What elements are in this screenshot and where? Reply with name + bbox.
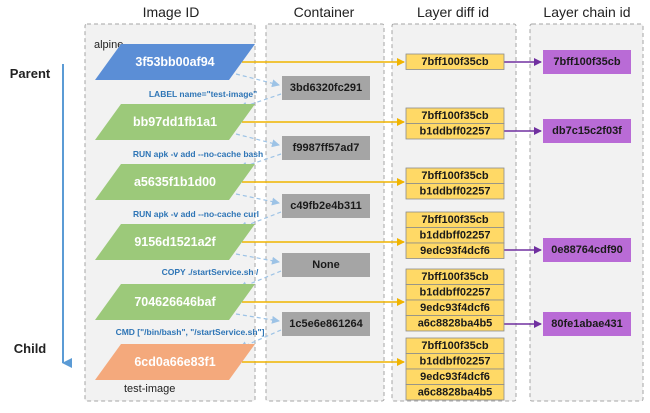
container-box xyxy=(282,76,370,100)
layer-diff-box xyxy=(405,242,505,259)
column-layer-chain-id xyxy=(529,23,644,402)
image-box xyxy=(95,44,255,80)
image-id-label: a5635f1b1d00 xyxy=(134,175,216,189)
layer-diff-id-label: a6c8828ba4b5 xyxy=(418,386,493,398)
layer-diff-id-label: 7bff100f35cb xyxy=(421,214,489,226)
instruction-label: RUN apk -v add --no-cache bash xyxy=(133,149,263,159)
layer-diff-id-label: b1ddbff02257 xyxy=(420,185,491,197)
layer-diff-id-label: b1ddbff02257 xyxy=(420,125,491,137)
layer-chain-box xyxy=(543,50,631,74)
container-id-label: 3bd6320fc291 xyxy=(290,82,362,94)
layer-diff-id-label: b1ddbff02257 xyxy=(420,355,491,367)
layer-diff-box xyxy=(405,123,505,140)
container-box xyxy=(282,136,370,160)
image-id-label: 3f53bb00af94 xyxy=(135,55,214,69)
container-id-label: 1c5e6e861264 xyxy=(289,318,363,330)
column-header-image-id: Image ID xyxy=(143,4,200,20)
parent-label: Parent xyxy=(10,66,51,81)
layer-chain-id-label: db7c15c2f03f xyxy=(552,125,622,137)
image-id-label: 9156d1521a2f xyxy=(134,235,216,249)
image-id-label: bb97dd1fb1a1 xyxy=(133,115,217,129)
layer-diff-box xyxy=(405,315,505,332)
layer-diff-id-label: 7bff100f35cb xyxy=(421,110,489,122)
layer-diff-id-label: a6c8828ba4b5 xyxy=(418,317,493,329)
commit-link xyxy=(235,193,280,206)
image-box xyxy=(95,224,255,260)
container-box xyxy=(282,253,370,277)
layer-diff-id-label: b1ddbff02257 xyxy=(420,229,491,241)
base-image-name: alpine xyxy=(94,39,123,51)
layer-diff-id-label: 7bff100f35cb xyxy=(421,271,489,283)
layer-diff-id-label: 7bff100f35cb xyxy=(421,56,489,68)
layer-diff-box xyxy=(405,384,505,401)
layer-chain-id-label: 80fe1abae431 xyxy=(551,318,623,330)
image-box xyxy=(95,104,255,140)
column-header-layer-chain-id: Layer chain id xyxy=(543,4,630,20)
image-box xyxy=(95,344,255,380)
container-box xyxy=(282,312,370,336)
container-id-label: None xyxy=(312,259,340,271)
image-id-label: 6cd0a66e83f1 xyxy=(134,355,215,369)
layer-chain-id-label: 7bff100f35cb xyxy=(553,56,621,68)
image-box xyxy=(95,284,255,320)
container-id-label: f9987ff57ad7 xyxy=(293,142,360,154)
layer-diff-id-label: 9edc93f4dcf6 xyxy=(420,302,490,314)
column-header-container: Container xyxy=(294,4,355,20)
layer-diff-id-label: 7bff100f35cb xyxy=(421,170,489,182)
commit-link xyxy=(235,313,280,324)
commit-link xyxy=(235,73,280,88)
child-label: Child xyxy=(14,341,47,356)
image-id-label: 704626646baf xyxy=(134,295,216,309)
container-box xyxy=(282,194,370,218)
commit-link xyxy=(235,253,280,265)
layer-diff-id-label: b1ddbff02257 xyxy=(420,286,491,298)
image-box xyxy=(95,164,255,200)
layer-chain-box xyxy=(543,119,631,143)
layer-diff-box xyxy=(405,183,505,200)
column-header-layer-diff-id: Layer diff id xyxy=(417,4,489,20)
layer-diff-id-label: 7bff100f35cb xyxy=(421,340,489,352)
layer-chain-box xyxy=(543,238,631,262)
final-image-name: test-image xyxy=(124,383,175,395)
container-id-label: c49fb2e4b311 xyxy=(290,200,362,212)
commit-link xyxy=(235,133,280,148)
instruction-label: RUN apk -v add --no-cache curl xyxy=(133,209,259,219)
layer-diff-box xyxy=(405,53,505,70)
layer-chain-id-label: 0e88764cdf90 xyxy=(551,244,623,256)
layer-diff-id-label: 9edc93f4dcf6 xyxy=(420,371,490,383)
instruction-label: CMD ["/bin/bash", "/startService.sh"] xyxy=(116,327,265,337)
layer-diff-id-label: 9edc93f4dcf6 xyxy=(420,245,490,257)
instruction-label: COPY ./startService.sh / xyxy=(162,267,259,277)
instruction-label: LABEL name="test-image" xyxy=(149,89,257,99)
layer-chain-box xyxy=(543,312,631,336)
